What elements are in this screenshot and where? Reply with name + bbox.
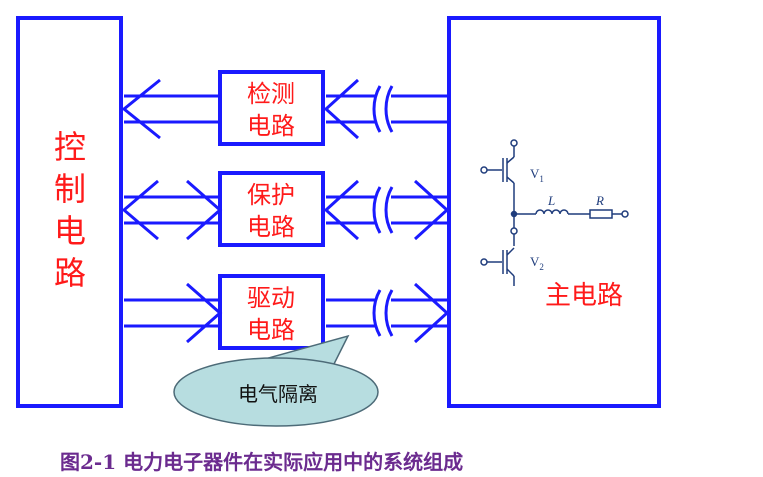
resistor-label: R bbox=[595, 193, 604, 208]
protection-control-double-arrow bbox=[121, 179, 223, 241]
detection-circuit-block bbox=[218, 70, 325, 146]
v2-label: V2 bbox=[530, 254, 544, 272]
isolation-symbol-drive bbox=[372, 289, 394, 337]
control-circuit-block bbox=[16, 16, 123, 408]
figure-caption: 图2-1 电力电子器件在实际应用中的系统组成 bbox=[60, 446, 463, 475]
v1-label: V1 bbox=[530, 166, 544, 184]
main-circuit-schematic bbox=[480, 139, 629, 286]
isolation-callout bbox=[173, 334, 379, 427]
figure-caption-prefix: 图2-1 bbox=[60, 450, 117, 474]
control-to-drive-arrow bbox=[124, 282, 223, 344]
figure-caption-text: 电力电子器件在实际应用中的系统组成 bbox=[116, 450, 464, 474]
detection-to-control-arrow bbox=[121, 78, 220, 140]
protection-circuit-line2: 电路 bbox=[247, 213, 295, 241]
main-circuit-label: 主电路 bbox=[545, 281, 623, 311]
isolation-symbol-protection bbox=[372, 186, 394, 234]
isolation-symbol-detection bbox=[372, 85, 394, 133]
protection-circuit-block bbox=[218, 171, 325, 247]
control-label-char-2: 制 bbox=[54, 170, 86, 208]
control-label-char-3: 电 bbox=[54, 212, 86, 250]
drive-circuit-line1: 驱动 bbox=[247, 284, 295, 312]
isolation-callout-label: 电气隔离 bbox=[238, 382, 318, 406]
system-diagram: 控 制 电 路 主电路 检测 电路 保护 电路 驱动 电路 bbox=[16, 16, 661, 427]
drive-circuit-block bbox=[218, 274, 325, 350]
control-label-char-4: 路 bbox=[54, 254, 86, 292]
detection-circuit-line1: 检测 bbox=[247, 80, 295, 108]
control-label-char-1: 控 bbox=[54, 128, 86, 166]
drive-circuit-line2: 电路 bbox=[247, 316, 295, 344]
protection-circuit-line1: 保护 bbox=[247, 181, 295, 209]
inductor-label: L bbox=[547, 193, 555, 208]
detection-circuit-line2: 电路 bbox=[247, 112, 295, 140]
